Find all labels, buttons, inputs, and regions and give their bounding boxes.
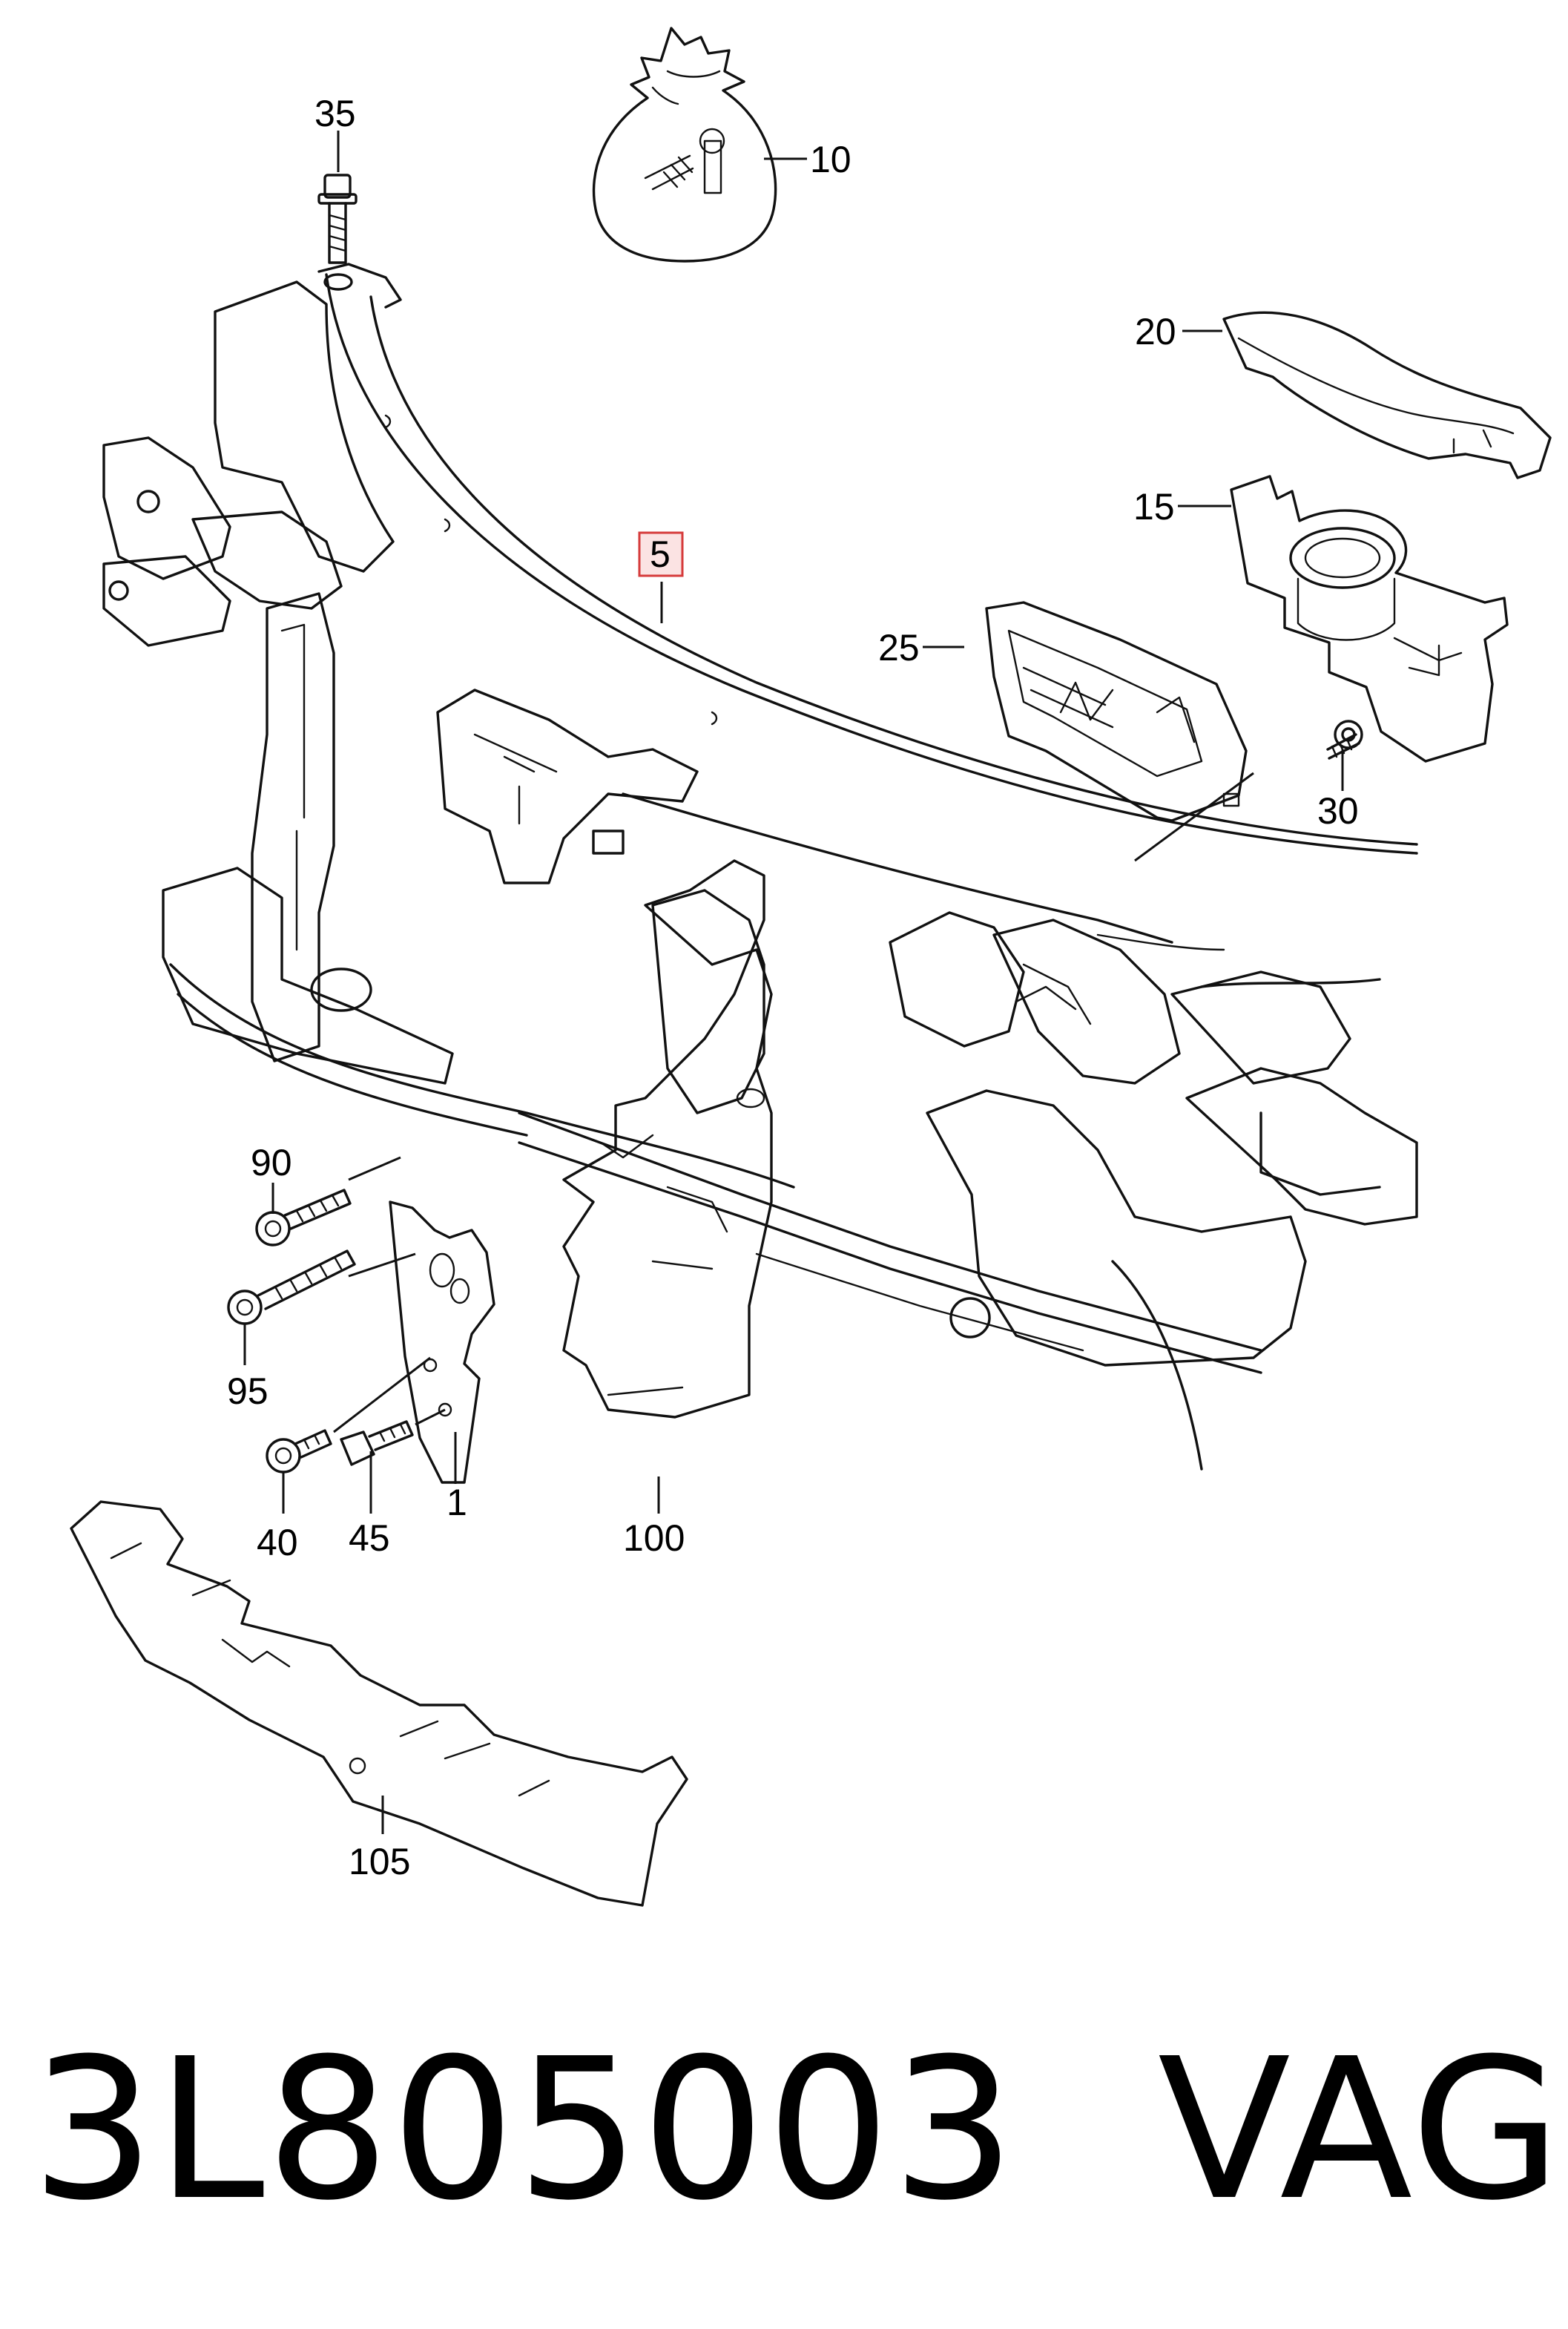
callout-5-highlight [638, 531, 684, 577]
leader-lines [243, 131, 1344, 1834]
callout-1: 1 [447, 1482, 467, 1523]
part-30-screw [1326, 720, 1363, 760]
callout-90: 90 [251, 1142, 292, 1183]
callout-20: 20 [1135, 311, 1176, 352]
callouts: 35 10 20 15 5 25 30 90 95 40 45 1 100 10… [227, 93, 1359, 1882]
callout-25: 25 [878, 627, 920, 669]
brand-name: VAG [1157, 2017, 1563, 2243]
part-1-bracket-plate [389, 1200, 495, 1484]
callout-35: 35 [314, 93, 356, 134]
callout-5: 5 [650, 533, 671, 575]
callout-100: 100 [623, 1517, 685, 1559]
part-number: 3L805003 [31, 2017, 1017, 2243]
part-35-bolt [317, 174, 358, 291]
part-100-air-guide [562, 859, 773, 1419]
callout-95: 95 [227, 1370, 269, 1412]
part-40-bolt [266, 1429, 332, 1474]
part-95-bolt [227, 1249, 356, 1325]
part-90-bolt [255, 1189, 352, 1246]
callout-105: 105 [349, 1841, 410, 1882]
callout-15: 15 [1133, 486, 1175, 528]
callout-30: 30 [1317, 790, 1359, 832]
part-5-lock-carrier [102, 263, 1418, 1471]
part-105-lower-panel [70, 1500, 688, 1907]
callout-40: 40 [257, 1522, 298, 1563]
part-45-bolt [340, 1420, 414, 1466]
part-10-screw-bag [592, 27, 777, 263]
part-15-air-guide-bracket [1230, 475, 1509, 763]
callout-10: 10 [810, 139, 851, 180]
part-20-air-duct-cover [1222, 311, 1552, 479]
callout-45: 45 [349, 1517, 390, 1559]
